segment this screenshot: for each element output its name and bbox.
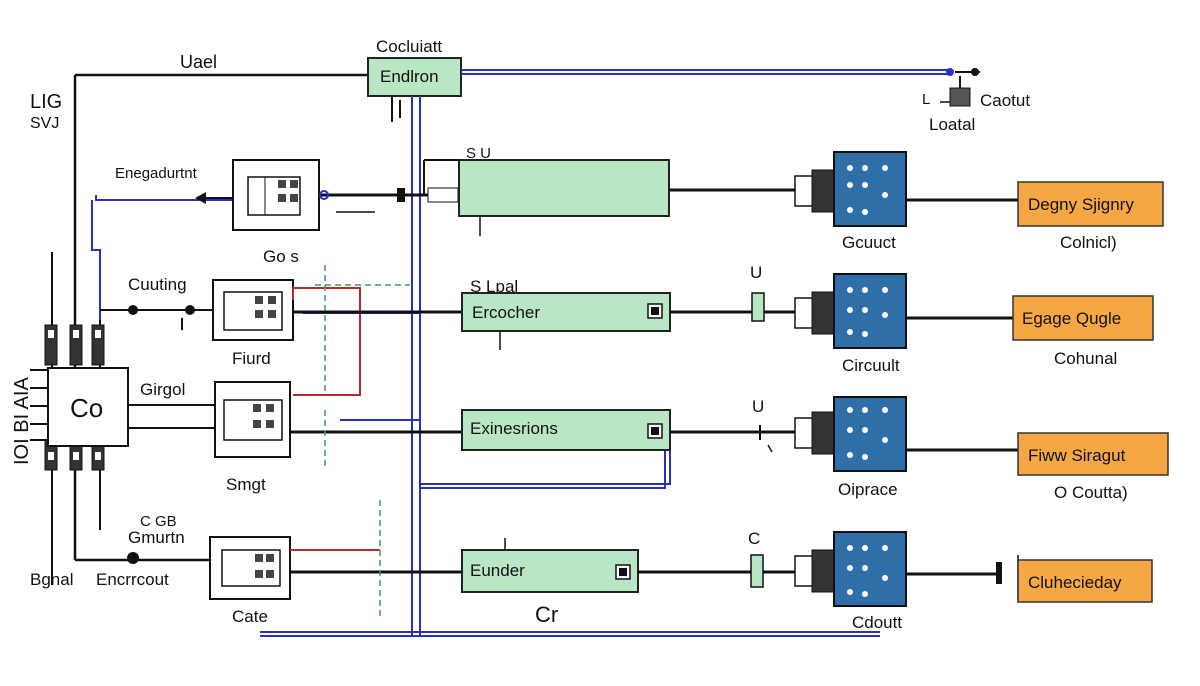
row-1-left-label: Enegadurtnt (115, 165, 198, 182)
module-4: Cdoutt (794, 531, 1002, 632)
row-1-encoder-top: S U (466, 145, 491, 162)
row-2-encoder-label: Ercocher (472, 303, 540, 322)
module-4-label: Cdoutt (852, 613, 902, 632)
module-3: Oiprace (794, 396, 1018, 499)
output-1-sub: Colnicl) (1060, 233, 1117, 252)
top-right-sub-label: Loatal (929, 115, 975, 134)
top-box-title: Cocluiatt (376, 37, 442, 56)
output-2: Egage Qugle Cohunal (1012, 295, 1154, 368)
top-right-label: Caotut (980, 91, 1030, 110)
main-chip: Co (30, 324, 215, 471)
row-2: Cuuting Go s S Lpal Ercocher U Fiurd (100, 247, 795, 396)
output-3-sub: O Coutta) (1054, 483, 1128, 502)
output-3-label: Fiww Siragut (1028, 446, 1126, 465)
main-chip-side-label: Girgol (140, 380, 185, 399)
output-1-label: Degny Sjignry (1028, 195, 1134, 214)
row-3-encoder-label: Exinesrions (470, 419, 558, 438)
module-2-label: Circuult (842, 356, 900, 375)
top-right-connector (940, 68, 980, 107)
vertical-label: IOI BI AIA (11, 377, 33, 465)
top-box: Cocluiatt Endlron (367, 37, 462, 122)
side-top-label: LIG (30, 91, 62, 113)
row-4-encoder-label: Eunder (470, 561, 525, 580)
row-2-left-label: Cuuting (128, 275, 187, 294)
row-1: Enegadurtnt S U (115, 145, 795, 236)
row-2-relay-bottom: Fiurd (232, 349, 271, 368)
bottom-small-label: Gmurtn (128, 528, 185, 547)
output-4-label: Cluhecieday (1028, 573, 1122, 592)
side-sub-label: SVJ (30, 115, 59, 132)
row-2-encoder-top: S Lpal (470, 277, 518, 296)
output-2-sub: Cohunal (1054, 349, 1117, 368)
row-4: C GB Gmurtn Bgnal Encrrcout Eunder C Cat… (30, 500, 795, 627)
row-2-relay-top: U (750, 263, 762, 282)
output-3: Fiww Siragut O Coutta) (1017, 432, 1169, 502)
bottom-mid-left-label: Encrrcout (96, 570, 169, 589)
output-2-label: Egage Qugle (1022, 309, 1121, 328)
top-left-label: Uael (180, 52, 217, 72)
row-3-relay-top: U (752, 397, 764, 416)
row-3-relay-bottom: Smgt (226, 475, 266, 494)
row-3: Exinesrions U Smgt (214, 381, 795, 494)
bottom-left-label: Bgnal (30, 570, 73, 589)
output-4: Cluhecieday (1017, 555, 1153, 603)
top-box-label: Endlron (380, 67, 439, 86)
row-4-relay-top: C (748, 529, 760, 548)
main-chip-label: Co (70, 393, 103, 423)
module-1-label: Gcuuct (842, 233, 896, 252)
row-4-relay-bottom: Cate (232, 607, 268, 626)
row-2-mid-label: Go s (263, 247, 299, 266)
top-right-mark: L (922, 91, 930, 108)
output-1: Degny Sjignry Colnicl) (1017, 181, 1164, 252)
bottom-small-label-2: C GB (140, 513, 177, 530)
module-1: Gcuuct (794, 151, 1018, 252)
bottom-mid-label: Cr (535, 602, 558, 627)
module-3-label: Oiprace (838, 480, 898, 499)
module-2: Circuult (794, 273, 1013, 375)
